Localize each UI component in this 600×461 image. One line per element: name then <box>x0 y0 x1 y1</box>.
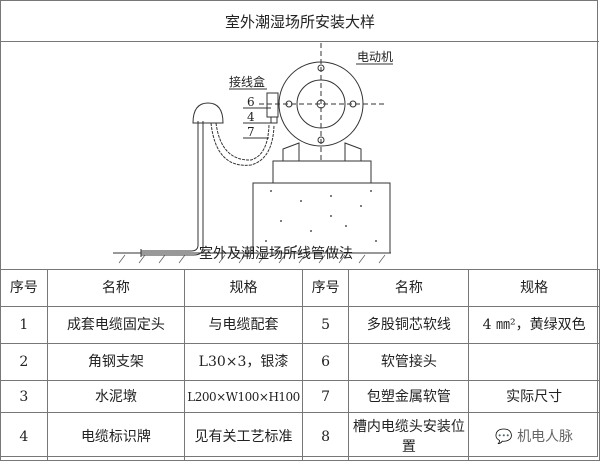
watermark: 机电人脉 <box>517 428 574 445</box>
cell: 实际尺寸 <box>468 380 600 413</box>
label-junction-box: 接线盒 <box>229 74 265 89</box>
motor-outer-circle <box>278 61 364 147</box>
cell: 7 <box>301 380 350 413</box>
cell: 见有关工艺标准 <box>184 412 303 461</box>
cell: L30×3，银漆 <box>184 343 303 381</box>
installation-drawing: 电动机 接线盒 6 4 7 室外及潮湿场所线管做法 <box>1 41 599 270</box>
sheet-title: 室外潮湿场所安装大样 <box>1 1 599 42</box>
cell: L200×W100×H100 <box>184 380 303 413</box>
cell: 3 <box>0 380 48 413</box>
label-6: 6 <box>247 95 255 109</box>
header-cell: 序号 <box>301 269 350 307</box>
cell: 槽内电缆头安装位置 <box>348 412 470 461</box>
cell <box>468 343 600 381</box>
header-cell: 序号 <box>0 269 48 307</box>
table-header-row: 序号 名称 规格 序号 名称 规格 <box>0 269 600 307</box>
label-7: 7 <box>247 125 255 139</box>
label-motor: 电动机 <box>357 50 393 64</box>
cell: 与电缆配套 <box>184 306 303 344</box>
ground-hatching <box>118 254 386 264</box>
header-cell: 规格 <box>468 269 600 307</box>
cell: 软管接头 <box>348 343 470 381</box>
motor-base <box>272 160 372 184</box>
cell: 4 <box>0 412 48 461</box>
motor-installation-diagram: 电动机 接线盒 6 4 7 <box>113 43 393 264</box>
cell: 多股铜芯软线 <box>348 306 470 344</box>
wechat-icon: 💬 <box>495 428 513 445</box>
cell: 电缆标识牌 <box>46 412 186 461</box>
cell: 水泥墩 <box>46 380 186 413</box>
concrete-pier <box>252 182 391 254</box>
cell: 包塑金属软管 <box>348 380 470 413</box>
cell: 4 ㎜²，黄绿双色 <box>468 306 600 344</box>
motor-inner-circle <box>296 79 346 129</box>
cell: 5 <box>301 306 350 344</box>
cell: 💬 机电人脉 <box>468 412 600 461</box>
junction-box <box>266 92 279 118</box>
cell: 1 <box>0 306 48 344</box>
header-cell: 名称 <box>46 269 186 307</box>
header-cell: 规格 <box>184 269 303 307</box>
cell: 8 <box>301 412 350 461</box>
cell: 2 <box>0 343 48 381</box>
conduit-pipe <box>141 121 204 256</box>
cable-gland-head <box>192 102 224 124</box>
cell: 角钢支架 <box>46 343 186 381</box>
label-4: 4 <box>247 110 255 124</box>
flexible-conduit <box>210 122 275 166</box>
header-cell: 名称 <box>348 269 470 307</box>
drawing-caption: 室外及潮湿场所线管做法 <box>199 246 353 262</box>
cell: 6 <box>301 343 350 381</box>
cell: 成套电缆固定头 <box>46 306 186 344</box>
concrete-dots <box>265 190 377 247</box>
